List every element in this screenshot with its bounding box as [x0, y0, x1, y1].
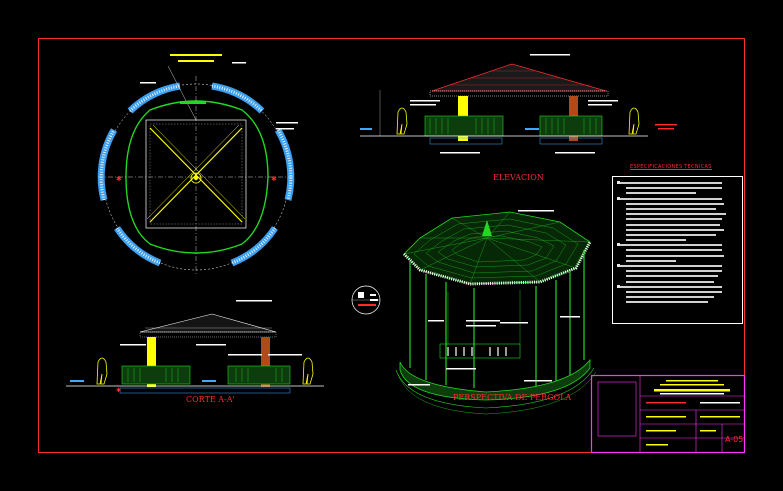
specs-text-lines: [617, 181, 738, 307]
section-title: CORTE A-A': [186, 395, 235, 404]
section-view: ✱: [66, 300, 324, 394]
perspective-title: PERSPECTIVA DE PERGOLA: [453, 393, 571, 402]
sheet-border: [38, 38, 745, 453]
title-block: A-05: [590, 374, 746, 454]
sheet-code: A-05: [725, 435, 743, 444]
svg-text:✱: ✱: [116, 387, 121, 394]
specs-title: ESPECIFICACIONES TECNICAS: [630, 164, 712, 170]
elevation-view: [360, 54, 677, 154]
detail-callout: [351, 285, 381, 315]
elevation-title: ELEVACION: [493, 173, 544, 182]
perspective-view: [395, 210, 597, 415]
plan-view: ✱ ✱: [97, 54, 298, 276]
svg-text:✱: ✱: [116, 175, 122, 183]
svg-text:✱: ✱: [271, 175, 277, 183]
